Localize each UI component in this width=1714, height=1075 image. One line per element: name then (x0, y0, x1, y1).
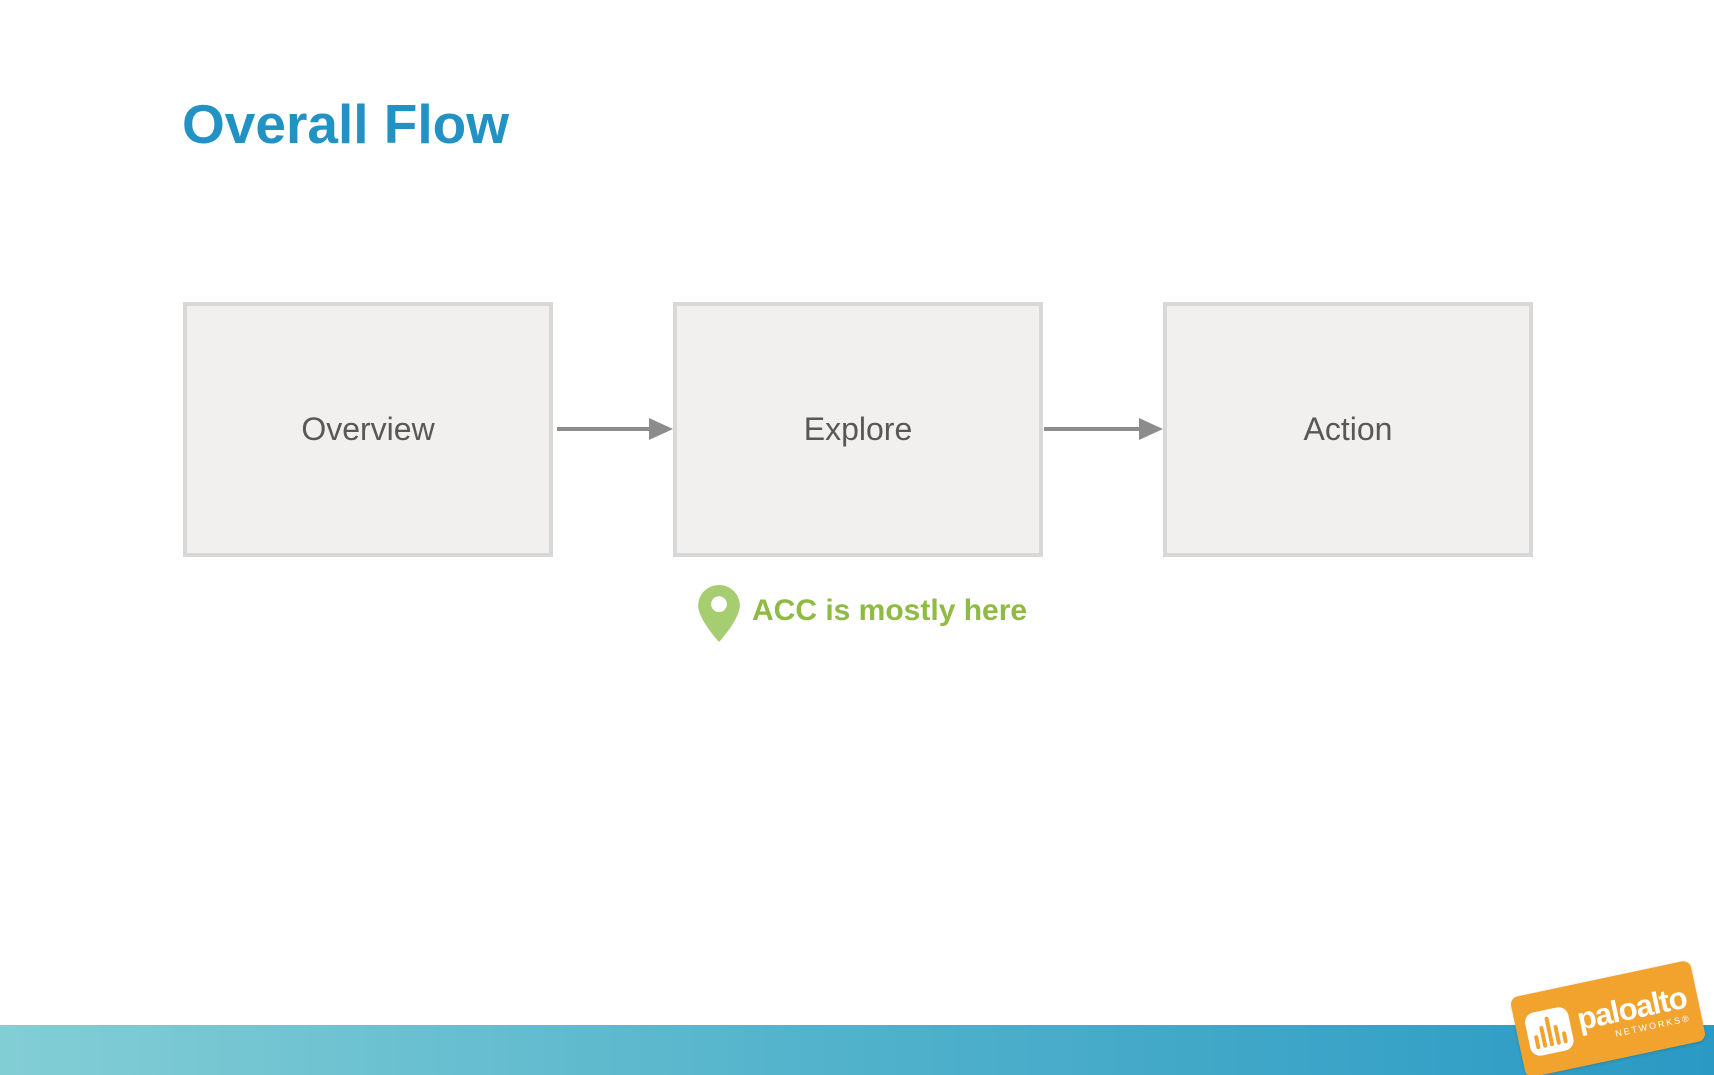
flow-box-overview: Overview (183, 302, 553, 557)
logo-text-wrap: paloalto NETWORKS® (1574, 980, 1692, 1046)
flow-box-action: Action (1163, 302, 1533, 557)
arrow-head-icon (1139, 418, 1163, 440)
annotation: ACC is mostly here (698, 585, 1027, 642)
arrow-shaft (557, 427, 651, 431)
footer-gradient-bar (0, 1025, 1714, 1075)
annotation-label: ACC is mostly here (752, 594, 1028, 627)
flow-box-label: Explore (803, 411, 913, 447)
paloalto-logo-mark-icon (1523, 1005, 1576, 1058)
flow-box-label: Overview (301, 411, 435, 447)
map-pin-icon (698, 585, 740, 642)
flow-box-explore: Explore (673, 302, 1043, 557)
flow-box-label: Action (1303, 411, 1393, 447)
arrow-head-icon (649, 418, 673, 440)
arrow-shaft (1044, 427, 1141, 431)
page-title: Overall Flow (182, 93, 510, 155)
